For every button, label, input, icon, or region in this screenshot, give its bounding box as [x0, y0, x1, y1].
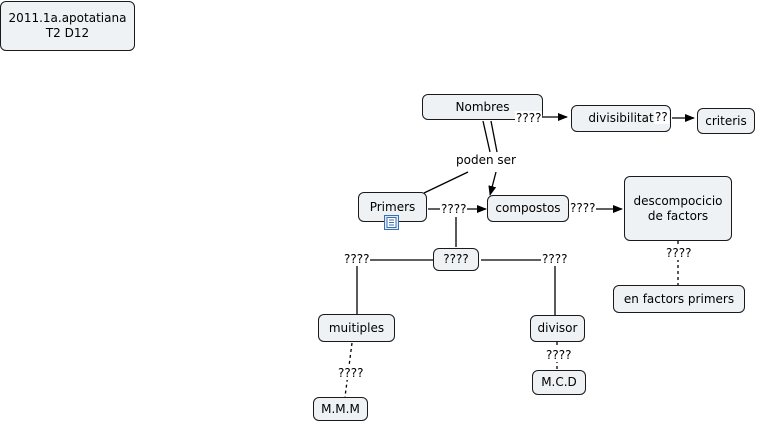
concept-mmm[interactable]: M.M.M — [313, 397, 368, 421]
concept-descompocicio[interactable]: descompocicio de factors — [624, 176, 732, 241]
concept-center-unknown[interactable]: ???? — [433, 248, 479, 271]
link-label-descompocicio-en-factors[interactable]: ???? — [665, 246, 693, 260]
map-title-box: 2011.1a.apotatiana T2 D12 — [0, 1, 135, 51]
link-label-divisor-mcd[interactable]: ???? — [545, 348, 573, 362]
link-label-compostos-descompocicio[interactable]: ???? — [569, 201, 597, 215]
link-label-divisibilitat-criteris[interactable]: ?? — [654, 110, 669, 124]
link-label-poden-ser[interactable]: poden ser — [455, 153, 517, 167]
concept-muitiples[interactable]: muitiples — [318, 314, 395, 342]
concept-divisibilitat[interactable]: divisibilitat — [571, 105, 671, 132]
document-icon[interactable] — [384, 215, 399, 230]
concept-en-factors-primers[interactable]: en factors primers — [613, 285, 745, 313]
concept-primers[interactable]: Primers — [358, 192, 427, 222]
link-label-center-right[interactable]: ???? — [541, 252, 569, 266]
link-label-center-left[interactable]: ???? — [343, 252, 371, 266]
link-label-muitiples-mmm[interactable]: ???? — [337, 366, 365, 380]
concept-criteris[interactable]: criteris — [697, 108, 755, 134]
concept-compostos[interactable]: compostos — [487, 195, 569, 222]
link-label-nombres-divisibilitat[interactable]: ???? — [515, 111, 543, 125]
concept-divisor[interactable]: divisor — [530, 315, 585, 342]
concept-mcd[interactable]: M.C.D — [532, 370, 586, 395]
link-label-primers-compostos[interactable]: ???? — [440, 202, 468, 216]
